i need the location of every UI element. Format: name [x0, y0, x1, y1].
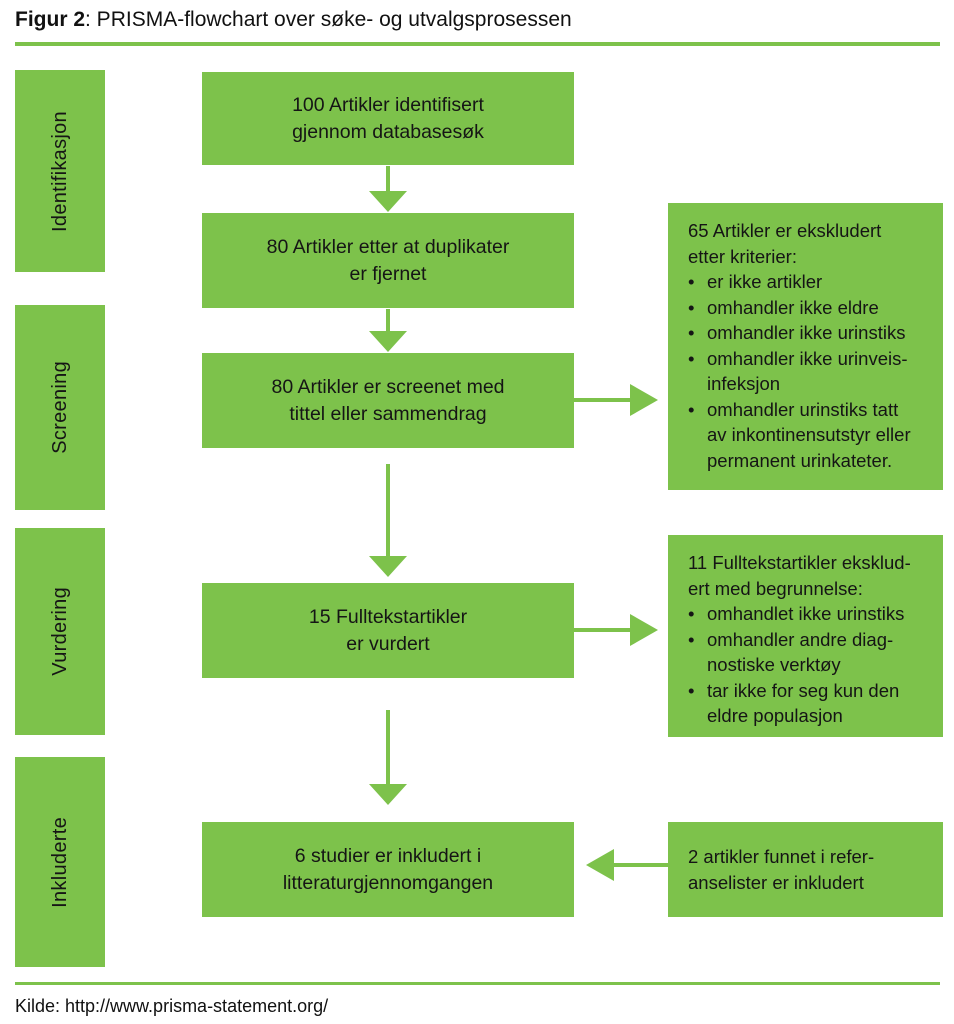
exclusion-fulltext-bullet-1: • omhandlet ikke urinstiks: [688, 601, 931, 627]
stage-label-vurdering: Vurdering: [48, 587, 71, 676]
bullet-line: omhandler ikke eldre: [707, 296, 879, 318]
bullet-icon: •: [688, 628, 695, 650]
stage-label-screening: Screening: [48, 361, 71, 454]
flow-box-screened-line1: 80 Artikler er screenet med: [271, 375, 505, 398]
bullet-line: omhandlet ikke urinstiks: [707, 603, 905, 624]
bullet-icon: •: [688, 679, 695, 701]
arrow-head-right-icon: [630, 384, 658, 416]
bullet-icon: •: [688, 296, 695, 318]
stage-box-screening: Screening: [15, 305, 105, 510]
flow-box-included-line2: litteraturgjennomgangen: [282, 871, 494, 894]
bullet-line: nostiske verktøy: [707, 654, 841, 675]
exclusion-screening-bullet-5: • omhandler urinstiks tatt av inkontinen…: [688, 397, 931, 474]
bullet-line: er ikke artikler: [707, 271, 823, 292]
stage-box-inkluderte: Inkluderte: [15, 757, 105, 967]
bullet-line: omhandler urinstiks tatt: [707, 398, 899, 420]
bullet-icon: •: [688, 271, 695, 292]
flow-box-included-line1: 6 studier er inkludert i: [294, 844, 482, 867]
arrow-shaft: [386, 309, 390, 334]
flow-box-identified-line1: 100 Artikler identifisert: [292, 93, 484, 116]
stage-box-vurdering: Vurdering: [15, 528, 105, 735]
arrow-head-down-icon: [369, 331, 407, 352]
flow-box-identified: 100 Artikler identifisert gjennom databa…: [202, 72, 574, 165]
arrow-head-down-icon: [369, 784, 407, 805]
flow-box-duplicates-line2: er fjernet: [349, 262, 427, 285]
exclusion-screening-bullet-1: • er ikke artikler: [688, 269, 931, 295]
figure-title-rest: : PRISMA-flowchart over søke- og utvalgs…: [85, 8, 572, 31]
flow-box-fulltext-assessed: 15 Fulltekstartikler er vurdert: [202, 583, 574, 678]
stage-label-identifikasjon: Identifikasjon: [48, 110, 71, 232]
bullet-line: omhandler andre diag-: [707, 628, 894, 650]
figure-title-prefix: Figur 2: [15, 8, 86, 31]
arrow-shaft: [386, 464, 390, 558]
arrow-head-left-icon: [586, 849, 614, 881]
arrow-shaft: [574, 628, 632, 632]
arrow-shaft: [574, 398, 632, 402]
exclusion-screening-header-line1: 65 Artikler er ekskludert: [688, 220, 882, 241]
bottom-divider: [15, 982, 940, 985]
inclusion-box-references: 2 artikler funnet i refer- anselister er…: [668, 822, 943, 917]
arrow-shaft: [386, 710, 390, 786]
arrow-head-down-icon: [369, 556, 407, 577]
exclusion-screening-bullet-4: • omhandler ikke urinveis- infeksjon: [688, 346, 931, 397]
flow-box-screened: 80 Artikler er screenet med tittel eller…: [202, 353, 574, 448]
source-note: Kilde: http://www.prisma-statement.org/: [15, 996, 329, 1016]
exclusion-box-screening: 65 Artikler er ekskludert etter kriterie…: [668, 203, 943, 490]
stage-label-inkluderte: Inkluderte: [48, 816, 71, 908]
flow-box-screened-line2: tittel eller sammendrag: [289, 402, 487, 425]
exclusion-fulltext-bullet-3: • tar ikke for seg kun den eldre populas…: [688, 678, 931, 729]
stage-box-identifikasjon: Identifikasjon: [15, 70, 105, 272]
top-divider: [15, 42, 940, 46]
bullet-line: eldre populasjon: [707, 705, 843, 726]
arrow-head-down-icon: [369, 191, 407, 212]
exclusion-fulltext-bullet-2: • omhandler andre diag- nostiske verktøy: [688, 627, 931, 678]
bullet-line: tar ikke for seg kun den: [707, 679, 900, 701]
arrow-shaft: [612, 863, 668, 867]
flow-box-included: 6 studier er inkludert i litteraturgjenn…: [202, 822, 574, 917]
flow-box-fulltext-line2: er vurdert: [346, 632, 430, 655]
arrow-shaft: [386, 166, 390, 194]
inclusion-references-line1: 2 artikler funnet i refer-: [688, 846, 875, 867]
bullet-line: permanent urinkateter.: [707, 449, 893, 471]
bullet-icon: •: [688, 347, 695, 369]
bullet-line: omhandler ikke urinstiks: [707, 322, 906, 343]
bullet-icon: •: [688, 322, 695, 343]
flow-box-fulltext-line1: 15 Fulltekstartikler: [308, 605, 468, 628]
flow-box-identified-line2: gjennom databasesøk: [292, 120, 484, 143]
exclusion-screening-header-line2: etter kriterier:: [688, 245, 797, 267]
arrow-head-right-icon: [630, 614, 658, 646]
bullet-line: av inkontinensutstyr eller: [707, 424, 911, 445]
bullet-line: infeksjon: [707, 373, 781, 394]
exclusion-screening-bullet-2: • omhandler ikke eldre: [688, 295, 931, 321]
exclusion-fulltext-header-line2: ert med begrunnelse:: [688, 577, 863, 599]
flow-box-duplicates-line1: 80 Artikler etter at duplikater: [266, 235, 510, 258]
bullet-icon: •: [688, 603, 695, 624]
figure-title: Figur 2: PRISMA-flowchart over søke- og …: [15, 8, 572, 32]
exclusion-box-fulltext: 11 Fulltekstartikler eksklud- ert med be…: [668, 535, 943, 737]
flow-box-duplicates-removed: 80 Artikler etter at duplikater er fjern…: [202, 213, 574, 308]
inclusion-references-line2: anselister er inkludert: [688, 871, 864, 893]
bullet-line: omhandler ikke urinveis-: [707, 347, 908, 369]
exclusion-screening-bullet-3: • omhandler ikke urinstiks: [688, 320, 931, 346]
bullet-icon: •: [688, 398, 695, 420]
exclusion-fulltext-header-line1: 11 Fulltekstartikler eksklud-: [688, 552, 911, 573]
